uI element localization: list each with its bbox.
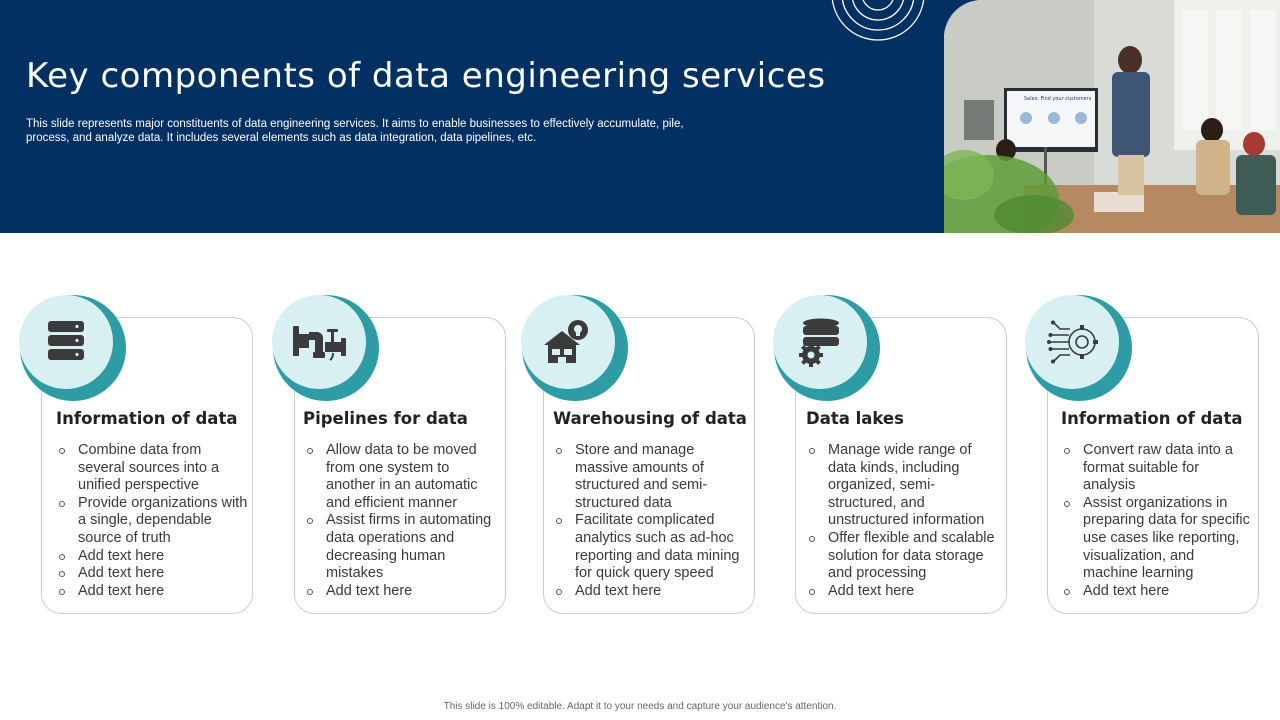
list-item: Add text here: [304, 583, 498, 601]
database-icon: [48, 321, 84, 360]
circuit-gear-icon: [1047, 320, 1098, 364]
card-title: Warehousing of data: [553, 409, 747, 428]
icon-bubble: [521, 295, 615, 389]
list-item: Add text here: [56, 548, 250, 566]
icon-bubble: [272, 295, 366, 389]
office-meeting-photo: Sales: Find your customers: [944, 0, 1280, 233]
board-text: Sales: Find your customers: [1024, 96, 1092, 102]
list-item: Allow data to be moved from one system t…: [304, 442, 498, 512]
list-item: Offer flexible and scalable solution for…: [806, 530, 1002, 583]
card-title: Pipelines for data: [303, 409, 468, 428]
header-banner: Key components of data engineering servi…: [0, 0, 1280, 233]
card-title: Information of data: [1061, 409, 1243, 428]
list-item: Add text here: [56, 565, 250, 583]
list-item: Convert raw data into a format suitable …: [1061, 442, 1251, 495]
card-title: Data lakes: [806, 409, 904, 428]
list-item: Add text here: [56, 583, 250, 601]
list-item: Store and manage massive amounts of stru…: [553, 442, 749, 512]
database-gear-icon: [799, 318, 839, 367]
card-points: Combine data from several sources into a…: [56, 442, 250, 600]
list-item: Add text here: [1061, 583, 1251, 601]
footer-note: This slide is 100% editable. Adapt it to…: [443, 701, 837, 712]
list-item: Facilitate complicated analytics such as…: [553, 512, 749, 582]
icon-bubble: [773, 295, 867, 389]
pipeline-icon: [293, 326, 346, 361]
list-item: Add text here: [806, 583, 1002, 601]
list-item: Add text here: [553, 583, 749, 601]
decorative-rings: [831, 0, 925, 41]
list-item: Provide organizations with a single, dep…: [56, 495, 250, 548]
list-item: Combine data from several sources into a…: [56, 442, 250, 495]
card-points: Convert raw data into a format suitable …: [1061, 442, 1251, 600]
card-points: Store and manage massive amounts of stru…: [553, 442, 749, 600]
page-subtitle: This slide represents major constituents…: [26, 118, 684, 144]
list-item: Assist organizations in preparing data f…: [1061, 495, 1251, 583]
list-item: Manage wide range of data kinds, includi…: [806, 442, 1002, 530]
card-title: Information of data: [56, 409, 238, 428]
warehouse-idea-icon: [544, 320, 588, 363]
icon-bubble: [19, 295, 113, 389]
card-points: Manage wide range of data kinds, includi…: [806, 442, 1002, 600]
icon-bubble: [1025, 295, 1119, 389]
page-title: Key components of data engineering servi…: [26, 56, 826, 96]
list-item: Assist firms in automating data operatio…: [304, 512, 498, 582]
card-points: Allow data to be moved from one system t…: [304, 442, 498, 600]
